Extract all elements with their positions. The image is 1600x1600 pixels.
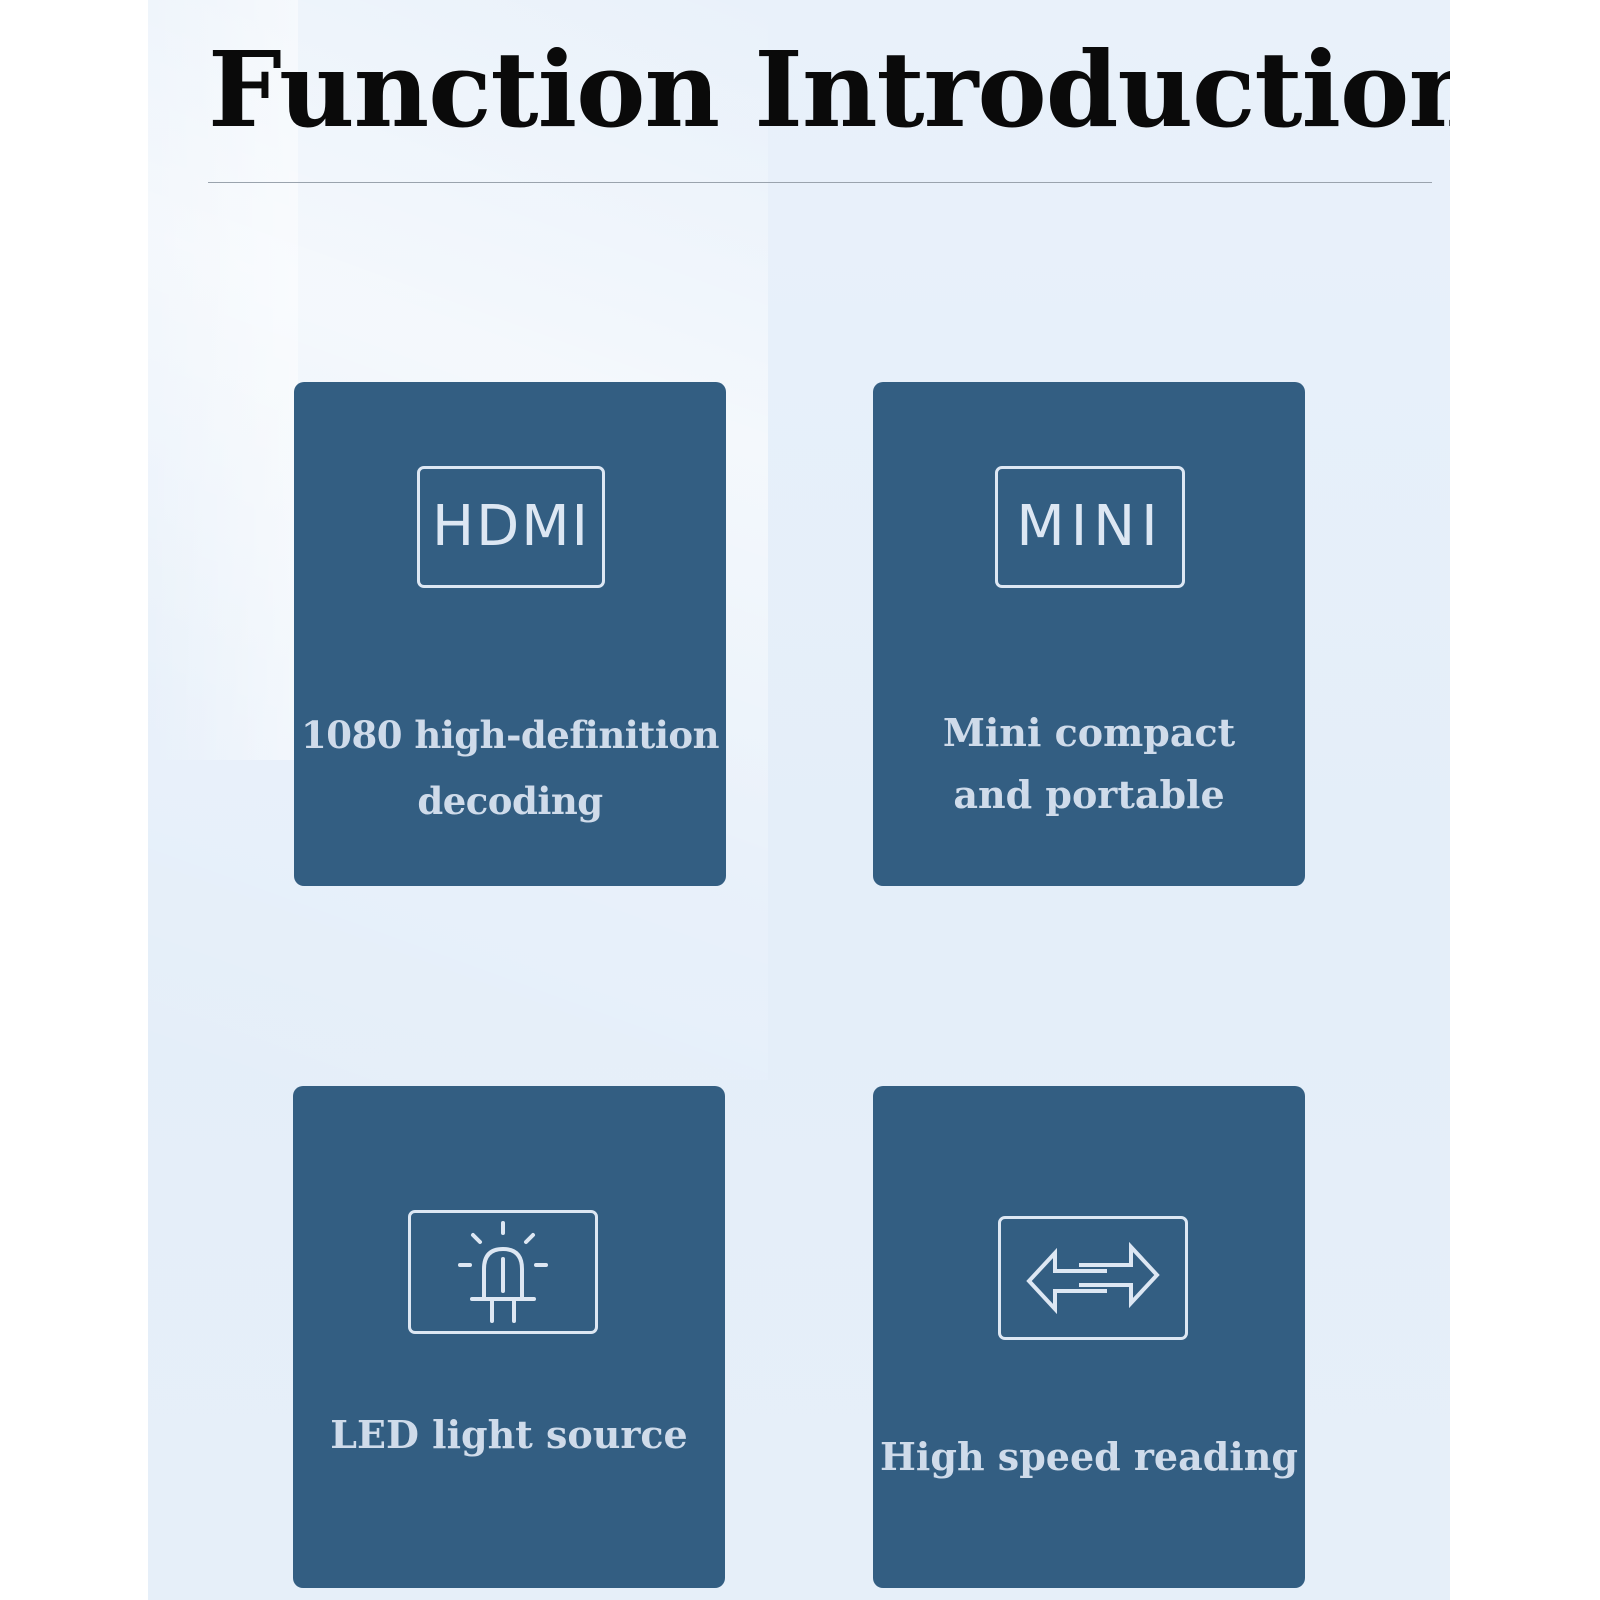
feature-card-hdmi: HDMI 1080 high-definition decoding	[294, 382, 726, 886]
led-light-icon	[408, 1210, 598, 1334]
feature-caption-led: LED light source	[293, 1402, 725, 1468]
caption-line: LED light source	[330, 1412, 688, 1457]
double-arrow-icon	[1026, 1241, 1160, 1315]
mini-badge-text: MINI	[1016, 494, 1164, 559]
light-glare-edge	[148, 0, 298, 760]
caption-line: Mini compact	[942, 710, 1236, 755]
background-panel: Function Introduction HDMI 1080 high-def…	[148, 0, 1450, 1600]
mini-icon: MINI	[995, 466, 1185, 588]
feature-card-mini: MINI Mini compact and portable	[873, 382, 1305, 886]
transfer-arrows-icon	[998, 1216, 1188, 1340]
led-bulb-icon	[458, 1221, 548, 1323]
feature-card-led: LED light source	[293, 1086, 725, 1588]
caption-line: decoding	[417, 779, 603, 823]
title-divider	[208, 182, 1432, 183]
feature-caption-mini: Mini compact and portable	[873, 702, 1305, 826]
caption-line: 1080 high-definition	[300, 713, 720, 757]
feature-caption-hdmi: 1080 high-definition decoding	[294, 702, 726, 834]
page-title: Function Introduction	[208, 28, 1450, 151]
caption-line: and portable	[953, 772, 1225, 817]
hdmi-badge-text: HDMI	[431, 494, 591, 559]
feature-card-speed: High speed reading	[873, 1086, 1305, 1588]
caption-line: High speed reading	[880, 1434, 1298, 1479]
feature-caption-speed: High speed reading	[873, 1424, 1305, 1490]
hdmi-icon: HDMI	[417, 466, 605, 588]
